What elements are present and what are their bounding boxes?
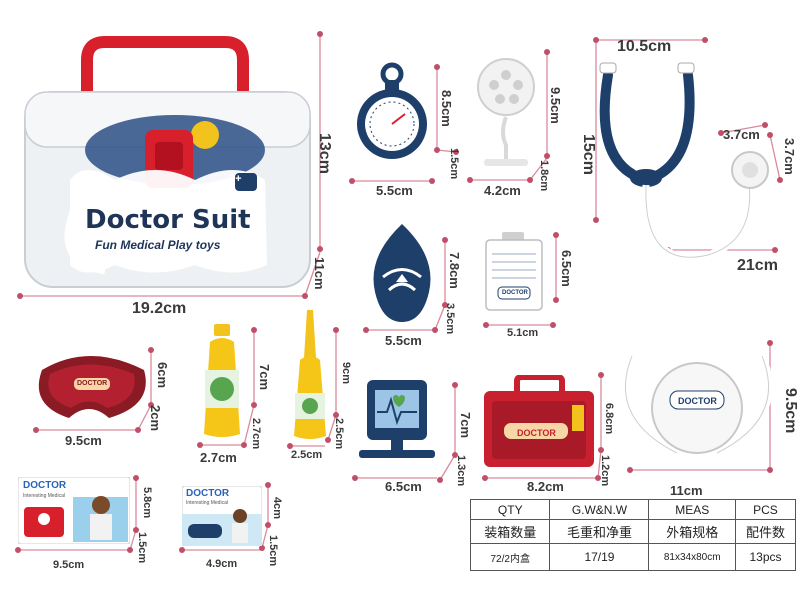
bp-cuff-image bbox=[622, 354, 772, 457]
card1-width-label: 9.5cm bbox=[53, 559, 85, 571]
tray-depth-label: 2cm bbox=[148, 405, 163, 432]
dropper-depth-label: 2.5cm bbox=[333, 418, 345, 450]
box-width-label: 19.2cm bbox=[132, 300, 187, 317]
kidney-tray-image bbox=[38, 356, 146, 418]
bottle-depth-label: 2.7cm bbox=[250, 418, 262, 450]
head-mirror-image bbox=[477, 58, 535, 166]
reflex-tool-image bbox=[373, 224, 431, 322]
bp-logo: DOCTOR bbox=[678, 396, 717, 406]
bag-logo: DOCTOR bbox=[517, 428, 556, 438]
card-logo: DOCTOR bbox=[502, 290, 528, 296]
stethoscope-image bbox=[599, 62, 769, 261]
tray-height-label: 6cm bbox=[155, 362, 170, 389]
medicine-bottle-image bbox=[204, 324, 240, 437]
bag-depth-label: 1.2cm bbox=[599, 455, 611, 487]
bp-width-label: 11cm bbox=[670, 483, 703, 498]
bottle-width-label: 2.7cm bbox=[200, 450, 237, 465]
packing-spec-table: QTY G.W&N.W MEAS PCS 装箱数量 毛重和净重 外箱规格 配件数… bbox=[469, 498, 797, 571]
sticker-card-2 bbox=[182, 486, 262, 546]
id-card-image bbox=[485, 232, 543, 311]
bp-height-label: 9.5cm bbox=[782, 388, 799, 434]
spec-value-qty: 72/2内盒 bbox=[469, 543, 551, 571]
bag-width-label: 8.2cm bbox=[527, 479, 564, 494]
toy-box-image bbox=[24, 36, 311, 288]
spec-header-pcs: PCS bbox=[734, 498, 797, 521]
spec-header-weight: G.W&N.W bbox=[549, 498, 650, 521]
card2-depth-label: 1.5cm bbox=[267, 535, 279, 567]
stetho-width-label: 10.5cm bbox=[617, 38, 672, 55]
stetho-length-label: 21cm bbox=[737, 257, 778, 274]
card-height-label: 6.5cm bbox=[559, 250, 574, 287]
tray-logo: DOCTOR bbox=[77, 380, 108, 387]
spec-header-meas-cn: 外箱规格 bbox=[648, 519, 736, 545]
monitor-depth-label: 1.3cm bbox=[455, 455, 467, 487]
box-height-label: 13cm bbox=[316, 133, 333, 174]
card2-width-label: 4.9cm bbox=[206, 558, 238, 570]
monitor-width-label: 6.5cm bbox=[385, 479, 422, 494]
age-badge: 3+ bbox=[229, 173, 242, 185]
card1-height-label: 5.8cm bbox=[141, 487, 153, 519]
card1-subtitle: Interesting Medical bbox=[23, 493, 65, 499]
reflex-width-label: 5.5cm bbox=[385, 333, 422, 348]
monitor-image bbox=[359, 380, 435, 458]
bottle-height-label: 7cm bbox=[257, 364, 272, 391]
reflex-depth-label: 3.5cm bbox=[444, 303, 456, 335]
reflex-height-label: 7.8cm bbox=[447, 252, 462, 289]
card1-depth-label: 1.5cm bbox=[136, 532, 148, 564]
chestpiece-height-label: 3.7cm bbox=[782, 138, 797, 175]
tray-width-label: 9.5cm bbox=[65, 433, 102, 448]
monitor-height-label: 7cm bbox=[458, 412, 473, 439]
box-tagline: Fun Medical Play toys bbox=[95, 238, 221, 252]
sticker-card-1 bbox=[18, 477, 130, 544]
spec-header-weight-cn: 毛重和净重 bbox=[549, 519, 650, 545]
stopwatch-image bbox=[357, 62, 427, 159]
card2-subtitle: Interesting Medical bbox=[186, 500, 228, 506]
chestpiece-width-label: 3.7cm bbox=[723, 127, 760, 142]
spec-header-meas: MEAS bbox=[648, 498, 736, 521]
dropper-height-label: 9cm bbox=[340, 362, 352, 385]
spec-value-weight: 17/19 bbox=[549, 543, 650, 571]
medical-bag-image bbox=[484, 375, 594, 467]
stopwatch-depth-label: 1.5cm bbox=[448, 148, 460, 180]
box-brand-title: Doctor Suit bbox=[85, 205, 251, 235]
stopwatch-height-label: 8.5cm bbox=[439, 90, 454, 127]
dropper-bottle-image bbox=[294, 310, 326, 439]
mirror-height-label: 9.5cm bbox=[548, 87, 563, 124]
spec-header-qty: QTY bbox=[469, 498, 551, 521]
spec-header-qty-cn: 装箱数量 bbox=[469, 519, 551, 545]
spec-value-meas: 81x34x80cm bbox=[648, 543, 736, 571]
bag-height-label: 6.8cm bbox=[603, 403, 615, 435]
box-depth-label: 11cm bbox=[312, 257, 327, 290]
stopwatch-width-label: 5.5cm bbox=[376, 183, 413, 198]
dropper-width-label: 2.5cm bbox=[291, 449, 323, 461]
card1-title: DOCTOR bbox=[23, 480, 67, 491]
mirror-width-label: 4.2cm bbox=[484, 183, 521, 198]
spec-header-pcs-cn: 配件数 bbox=[734, 519, 797, 545]
mirror-depth-label: 1.8cm bbox=[538, 160, 550, 192]
card-width-label: 5.1cm bbox=[507, 327, 539, 339]
card2-height-label: 4cm bbox=[271, 497, 283, 520]
stetho-height-label: 15cm bbox=[580, 134, 597, 175]
spec-value-pcs: 13pcs bbox=[734, 543, 797, 571]
card2-title: DOCTOR bbox=[186, 488, 230, 499]
